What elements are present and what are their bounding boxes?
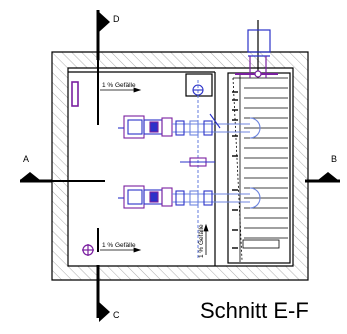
fixtures (71, 81, 94, 256)
section-marker-right: B (331, 154, 337, 164)
manifold (180, 80, 215, 260)
riser-pipe (235, 20, 278, 78)
slope-label-1: 1 % Gefälle (102, 82, 136, 89)
slope-label-3: 1 % Gefälle (198, 224, 205, 258)
slope-label-2: 1 % Gefälle (102, 242, 136, 249)
section-cut-lines (20, 10, 340, 322)
section-marker-left: A (23, 154, 29, 164)
slope-arrows (100, 87, 209, 255)
drawing-title: Schnitt E-F (200, 298, 309, 323)
pump-group-lower (118, 185, 261, 209)
section-marker-bottom: C (113, 310, 120, 320)
pump-group-upper (118, 113, 261, 139)
wall-section (51, 51, 309, 281)
staircase (232, 75, 288, 262)
section-marker-top: D (113, 14, 120, 24)
partition-walls (68, 71, 291, 266)
